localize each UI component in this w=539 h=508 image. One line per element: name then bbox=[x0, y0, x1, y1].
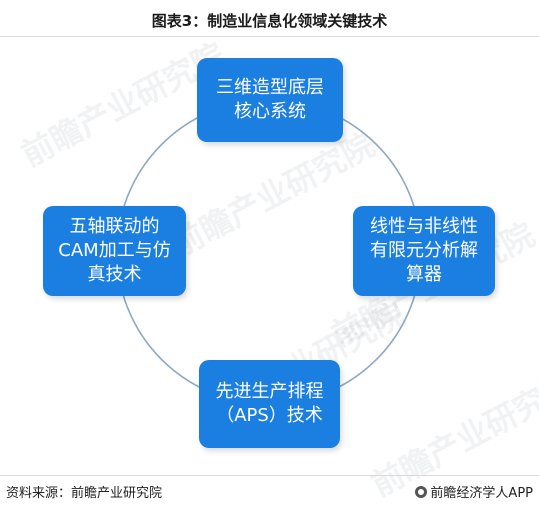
credit-text: 前瞻经济学人APP bbox=[430, 486, 533, 501]
title-divider bbox=[0, 36, 539, 37]
node-five-axis-cam: 五轴联动的 CAM加工与仿 真技术 bbox=[43, 206, 186, 296]
brand-logo-icon bbox=[415, 485, 428, 498]
figure-title: 图表3：制造业信息化领域关键技术 bbox=[151, 12, 388, 30]
node-fea-solver: 线性与非线性 有限元分析解 算器 bbox=[353, 206, 495, 296]
node-aps: 先进生产排程 （APS）技术 bbox=[199, 360, 340, 448]
source-note: 资料来源：前瞻产业研究院 bbox=[6, 486, 163, 501]
node-3d-modeling-kernel: 三维造型底层 核心系统 bbox=[197, 58, 343, 142]
footer-credit: 前瞻经济学人APP bbox=[415, 482, 533, 501]
footer-divider bbox=[0, 475, 539, 476]
